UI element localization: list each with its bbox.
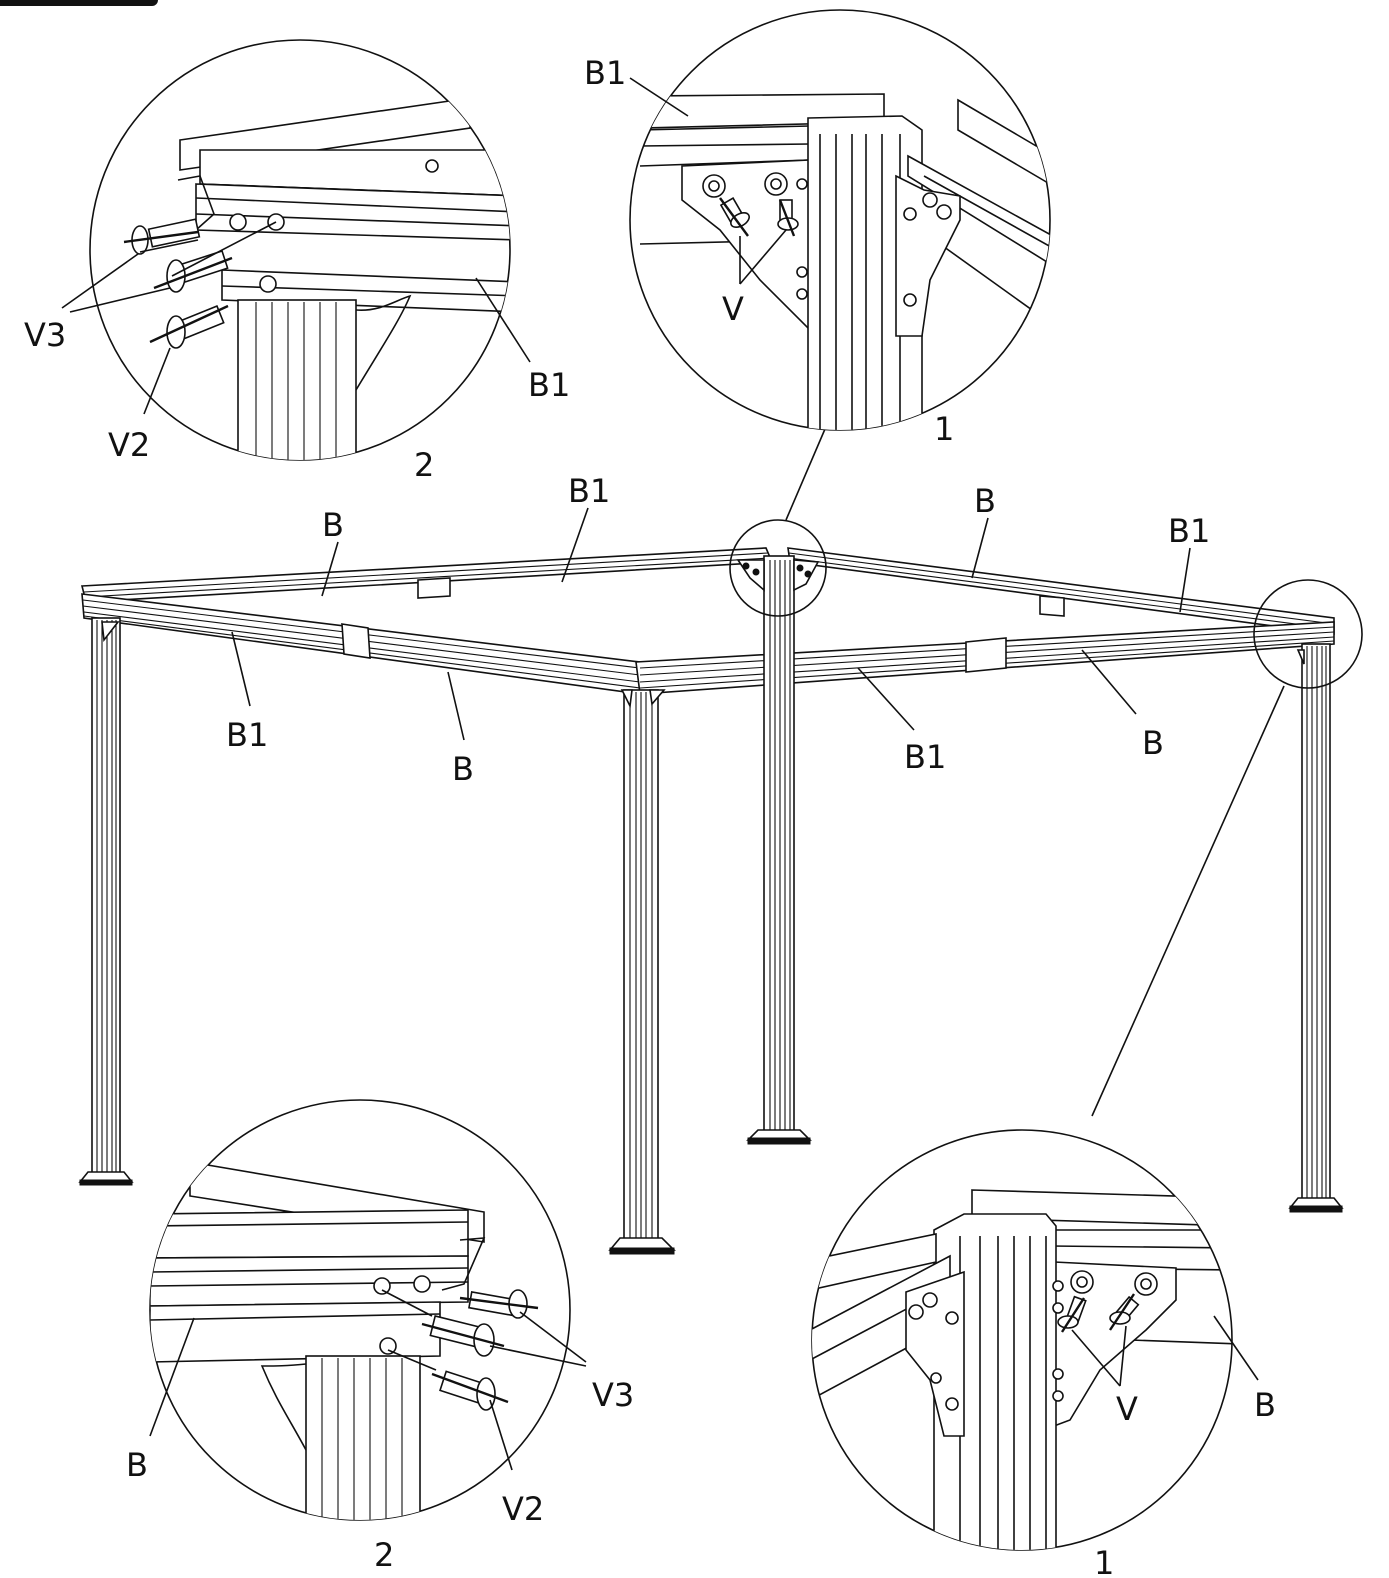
detail-bottom-right: V B 1 [811, 1129, 1276, 1578]
detail-top-right: B1 V 1 [584, 9, 1051, 448]
main-leaders [231, 507, 1191, 741]
beam-back-right [787, 547, 1335, 635]
detail-number: 2 [374, 1536, 394, 1574]
label-b1: B1 [584, 54, 626, 92]
leg-front-left [78, 617, 134, 1186]
detail-number: 1 [934, 410, 954, 448]
label-b1-front-left: B1 [226, 716, 268, 754]
leg-right [1288, 643, 1344, 1213]
zoom-circle-back-corner [729, 519, 827, 617]
label-b: B [1254, 1386, 1276, 1424]
label-b-front-right: B [1142, 724, 1164, 762]
label-b1: B1 [528, 366, 570, 404]
leader-right-to-detail [1091, 685, 1285, 1117]
main-labels: B B1 B B1 B1 B B1 B [226, 472, 1210, 788]
label-b: B [126, 1446, 148, 1484]
label-b1-right-back: B1 [1168, 512, 1210, 550]
leg-back [746, 555, 812, 1145]
label-v3: V3 [592, 1376, 634, 1414]
detail-number: 2 [414, 446, 434, 484]
label-v: V [1116, 1390, 1138, 1428]
gazebo-frame [78, 421, 1363, 1255]
beam-joint-brackets [341, 577, 1065, 673]
detail-top-left: B1 V3 V2 2 [24, 39, 570, 484]
label-v: V [722, 290, 744, 328]
detail-bottom-left: B V3 V2 2 [126, 1099, 634, 1574]
label-b-back-left: B [322, 506, 344, 544]
leader-back-to-detail [785, 421, 829, 521]
corner-brackets [101, 559, 1305, 709]
label-b1-back: B1 [568, 472, 610, 510]
detail-number: 1 [1094, 1544, 1114, 1578]
zoom-circle-right-corner [1253, 579, 1363, 689]
label-b-front-left: B [452, 750, 474, 788]
corner-tab [0, 0, 158, 6]
label-v2: V2 [108, 426, 150, 464]
label-v3: V3 [24, 316, 66, 354]
leg-front-middle [608, 689, 676, 1255]
label-v2: V2 [502, 1490, 544, 1528]
label-b-back-right: B [974, 482, 996, 520]
label-b1-front-right: B1 [904, 738, 946, 776]
